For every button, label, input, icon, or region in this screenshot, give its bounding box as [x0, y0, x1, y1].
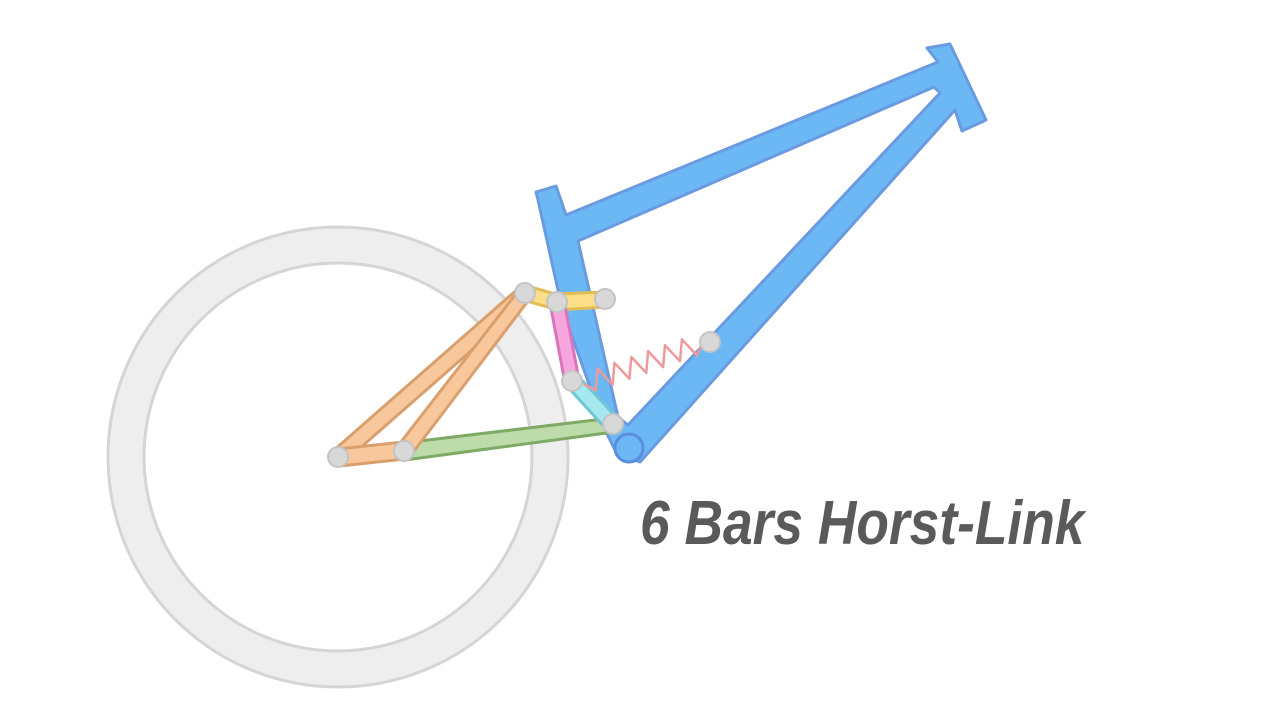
main-frame	[534, 42, 988, 464]
pivot-horst-link	[393, 440, 415, 462]
pivot-rear-axle	[327, 446, 349, 468]
main-frame-window	[576, 85, 942, 427]
pivot-rocker-main	[594, 288, 616, 310]
pivot-pink-lower	[561, 370, 583, 392]
pivot-seatstay-top	[514, 282, 536, 304]
spring-icon	[583, 338, 704, 392]
bottom-bracket	[613, 432, 645, 464]
diagram-title: 6 Bars Horst-Link	[640, 489, 1085, 558]
pivot-main-chainstay	[602, 413, 624, 435]
pivot-points	[327, 282, 721, 468]
pivot-shock-mount	[699, 331, 721, 353]
pivot-rocker-mid	[546, 291, 568, 313]
bottom-bracket-pivot	[613, 432, 645, 464]
shock-spring	[583, 338, 704, 392]
